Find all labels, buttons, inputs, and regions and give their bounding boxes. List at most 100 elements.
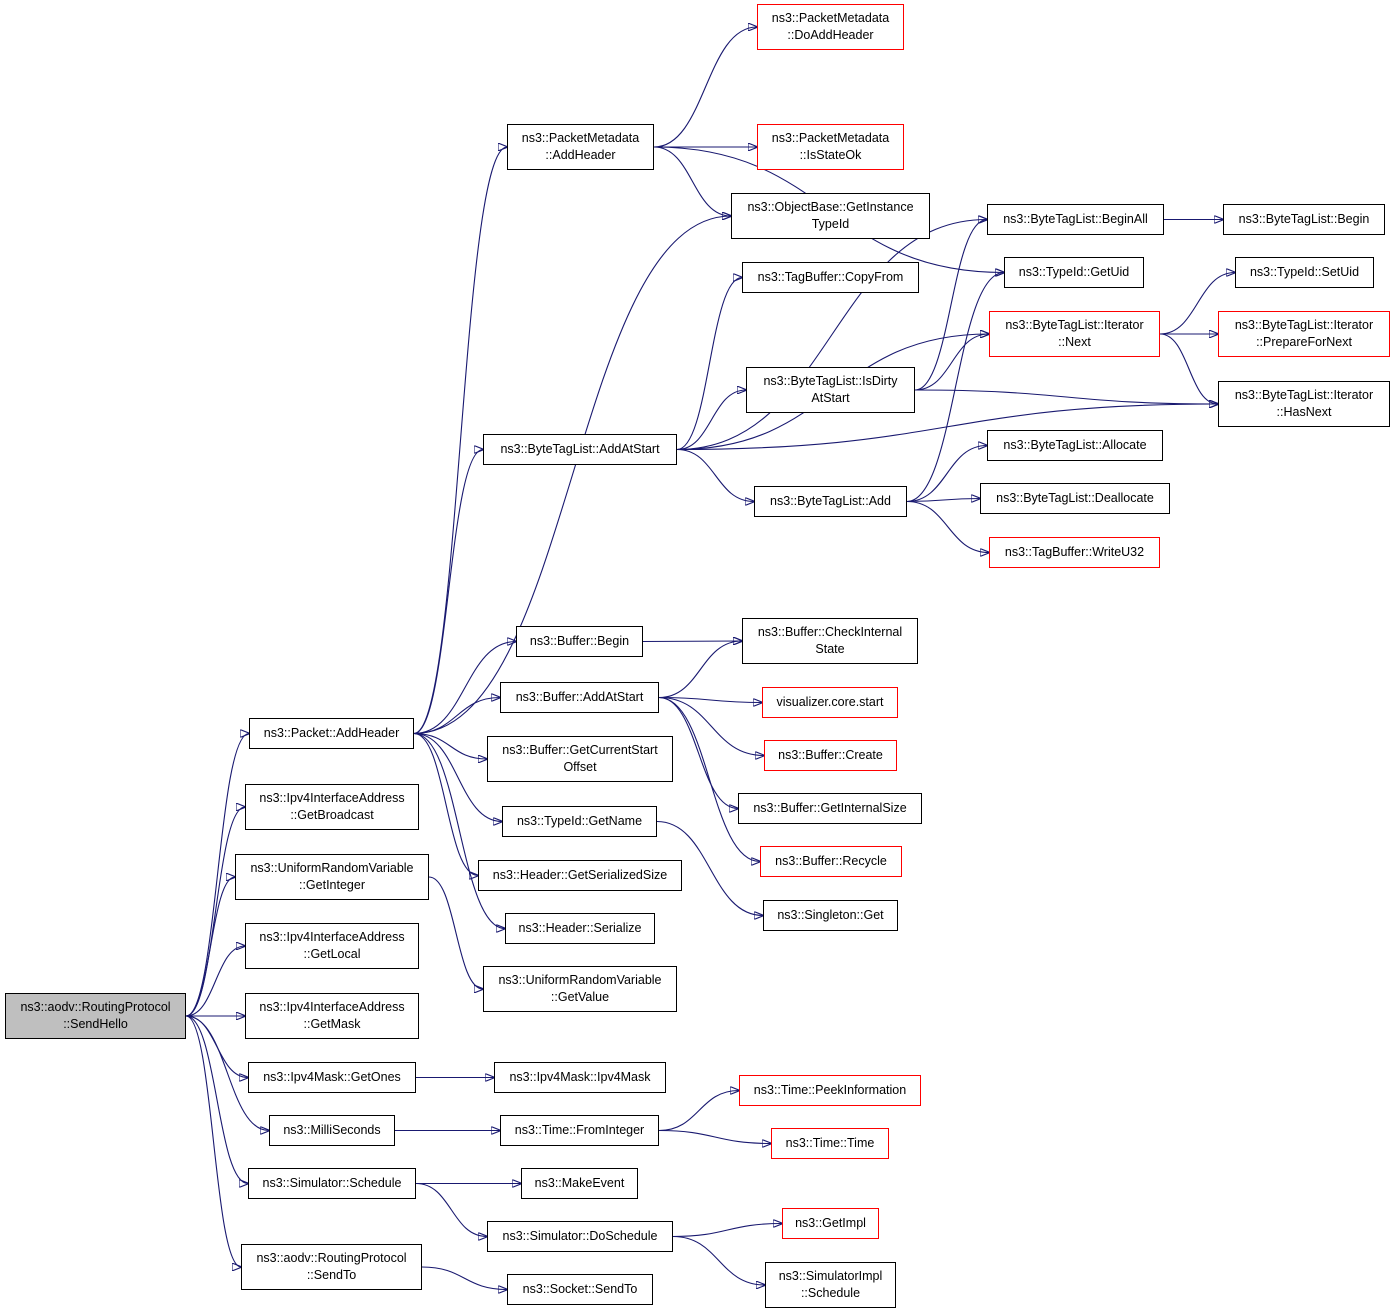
node-btli_hasnext[interactable]: ns3::ByteTagList::Iterator ::HasNext <box>1218 381 1390 427</box>
node-btli_preparefornext[interactable]: ns3::ByteTagList::Iterator ::PrepareForN… <box>1218 311 1390 357</box>
node-viz_start[interactable]: visualizer.core.start <box>762 687 898 718</box>
node-tagbuffer_copyfrom-line1: ns3::TagBuffer::CopyFrom <box>757 270 904 284</box>
node-btl_deallocate[interactable]: ns3::ByteTagList::Deallocate <box>980 483 1170 514</box>
node-buf_begin[interactable]: ns3::Buffer::Begin <box>516 626 643 657</box>
node-buf_getinternalsize[interactable]: ns3::Buffer::GetInternalSize <box>738 793 922 824</box>
node-rp_sendto[interactable]: ns3::aodv::RoutingProtocol ::SendTo <box>241 1244 422 1290</box>
edge-btl_add-to-tagbuffer_writeu32 <box>906 500 989 553</box>
node-typeid_getuid-line1: ns3::TypeId::GetUid <box>1018 265 1130 279</box>
node-rp_sendto-line1: ns3::aodv::RoutingProtocol <box>256 1251 407 1265</box>
edge-pkt_addheader-to-pm_addheader <box>413 147 507 735</box>
node-milliseconds[interactable]: ns3::MilliSeconds <box>269 1115 395 1146</box>
node-typeid_setuid-line1: ns3::TypeId::SetUid <box>1249 265 1360 279</box>
edge-btli_next-to-btli_hasnext <box>1159 333 1218 404</box>
node-time_frominteger[interactable]: ns3::Time::FromInteger <box>500 1115 659 1146</box>
node-typeid_getname-line1: ns3::TypeId::GetName <box>516 814 643 828</box>
edge-buf_addatstart-to-buf_getinternalsize <box>658 696 738 809</box>
edge-sim_doschedule-to-getimpl <box>672 1224 782 1238</box>
node-btl_allocate-line1: ns3::ByteTagList::Allocate <box>1003 438 1147 452</box>
node-ipv4mask_ipv4mask[interactable]: ns3::Ipv4Mask::Ipv4Mask <box>494 1062 666 1093</box>
node-time_time-line1: ns3::Time::Time <box>785 1136 875 1150</box>
edge-pkt_addheader-to-objbase_getinstancetypeid <box>413 216 731 735</box>
edge-pkt_addheader-to-buf_getcurrentstartoffset <box>413 732 487 760</box>
node-buf_create[interactable]: ns3::Buffer::Create <box>764 740 897 771</box>
node-urv_getvalue[interactable]: ns3::UniformRandomVariable ::GetValue <box>483 966 677 1012</box>
node-objbase_getinstancetypeid[interactable]: ns3::ObjectBase::GetInstance TypeId <box>731 193 930 239</box>
node-header_getserializedsize-line1: ns3::Header::GetSerializedSize <box>492 868 668 882</box>
node-time_frominteger-line1: ns3::Time::FromInteger <box>514 1123 645 1137</box>
node-urv_getvalue-line2: ::GetValue <box>550 990 610 1004</box>
node-ipv4mask_getones[interactable]: ns3::Ipv4Mask::GetOnes <box>248 1062 416 1093</box>
node-ipv4mask_ipv4mask-line1: ns3::Ipv4Mask::Ipv4Mask <box>509 1070 651 1084</box>
node-ipv4ia_getlocal-line1: ns3::Ipv4InterfaceAddress <box>259 930 405 944</box>
node-btl_addatstart[interactable]: ns3::ByteTagList::AddAtStart <box>483 434 677 465</box>
node-time_peekinformation[interactable]: ns3::Time::PeekInformation <box>739 1075 921 1106</box>
node-socket_sendto[interactable]: ns3::Socket::SendTo <box>507 1274 653 1305</box>
node-buf_getinternalsize-line1: ns3::Buffer::GetInternalSize <box>753 801 907 815</box>
node-header_getserializedsize[interactable]: ns3::Header::GetSerializedSize <box>478 860 682 891</box>
node-buf_getcurrentstartoffset[interactable]: ns3::Buffer::GetCurrentStart Offset <box>487 736 673 782</box>
node-ipv4ia_getlocal[interactable]: ns3::Ipv4InterfaceAddress ::GetLocal <box>245 923 419 969</box>
node-pm_doaddheader-line1: ns3::PacketMetadata <box>771 11 890 25</box>
node-btl_add[interactable]: ns3::ByteTagList::Add <box>754 486 907 517</box>
edge-rp_sendto-to-socket_sendto <box>421 1266 507 1290</box>
node-ipv4ia_getbroadcast[interactable]: ns3::Ipv4InterfaceAddress ::GetBroadcast <box>245 784 419 830</box>
edge-btl_add-to-typeid_getuid <box>906 273 1004 503</box>
node-ipv4ia_getlocal-line2: ::GetLocal <box>303 947 361 961</box>
node-buf_getcurrentstartoffset-line2: Offset <box>563 760 597 774</box>
node-urv_getinteger[interactable]: ns3::UniformRandomVariable ::GetInteger <box>235 854 429 900</box>
edge-btl_addatstart-to-tagbuffer_copyfrom <box>676 278 742 451</box>
node-typeid_setuid[interactable]: ns3::TypeId::SetUid <box>1235 257 1374 288</box>
node-pm_isstateok-line1: ns3::PacketMetadata <box>771 131 890 145</box>
node-buf_getcurrentstartoffset-line1: ns3::Buffer::GetCurrentStart <box>502 743 658 757</box>
node-sim_schedule[interactable]: ns3::Simulator::Schedule <box>248 1168 416 1199</box>
node-btli_next[interactable]: ns3::ByteTagList::Iterator ::Next <box>989 311 1160 357</box>
node-typeid_getuid[interactable]: ns3::TypeId::GetUid <box>1004 257 1144 288</box>
edge-btl_isdirtyatstart-to-btli_hasnext <box>914 389 1218 404</box>
node-pkt_addheader-line1: ns3::Packet::AddHeader <box>263 726 400 740</box>
node-pm_isstateok[interactable]: ns3::PacketMetadata ::IsStateOk <box>757 124 904 170</box>
edge-btli_next-to-typeid_setuid <box>1159 273 1235 335</box>
node-getimpl[interactable]: ns3::GetImpl <box>782 1208 879 1239</box>
node-btl_begin[interactable]: ns3::ByteTagList::Begin <box>1223 204 1385 235</box>
node-btl_beginall[interactable]: ns3::ByteTagList::BeginAll <box>987 204 1164 235</box>
node-rp_sendto-line2: ::SendTo <box>306 1268 357 1282</box>
node-makeevent[interactable]: ns3::MakeEvent <box>521 1168 638 1199</box>
node-btl_beginall-line1: ns3::ByteTagList::BeginAll <box>1003 212 1148 226</box>
node-sendhello[interactable]: ns3::aodv::RoutingProtocol ::SendHello <box>5 993 186 1039</box>
edge-buf_addatstart-to-buf_create <box>658 696 764 756</box>
node-sim_doschedule[interactable]: ns3::Simulator::DoSchedule <box>487 1221 673 1252</box>
node-pm_doaddheader[interactable]: ns3::PacketMetadata ::DoAddHeader <box>757 4 904 50</box>
node-pm_addheader[interactable]: ns3::PacketMetadata ::AddHeader <box>507 124 654 170</box>
node-ipv4mask_getones-line1: ns3::Ipv4Mask::GetOnes <box>263 1070 401 1084</box>
node-tagbuffer_writeu32[interactable]: ns3::TagBuffer::WriteU32 <box>989 537 1160 568</box>
edge-sendhello-to-sim_schedule <box>185 1015 248 1184</box>
edge-sendhello-to-ipv4ia_getlocal <box>185 946 245 1017</box>
node-time_time[interactable]: ns3::Time::Time <box>771 1128 889 1159</box>
node-singleton_get-line1: ns3::Singleton::Get <box>777 908 884 922</box>
node-buf_checkinternalstate-line2: State <box>815 642 845 656</box>
node-buf_checkinternalstate[interactable]: ns3::Buffer::CheckInternal State <box>742 618 918 664</box>
node-btl_allocate[interactable]: ns3::ByteTagList::Allocate <box>987 430 1163 461</box>
edge-pkt_addheader-to-header_serialize <box>413 732 505 929</box>
node-tagbuffer_copyfrom[interactable]: ns3::TagBuffer::CopyFrom <box>742 262 919 293</box>
node-ipv4ia_getmask[interactable]: ns3::Ipv4InterfaceAddress ::GetMask <box>245 993 419 1039</box>
node-sim_doschedule-line1: ns3::Simulator::DoSchedule <box>502 1229 658 1243</box>
node-pkt_addheader[interactable]: ns3::Packet::AddHeader <box>249 718 414 749</box>
node-ipv4ia_getmask-line2: ::GetMask <box>303 1017 361 1031</box>
node-header_serialize[interactable]: ns3::Header::Serialize <box>505 913 655 944</box>
edge-sendhello-to-milliseconds <box>185 1015 269 1131</box>
node-objbase_getinstancetypeid-line1: ns3::ObjectBase::GetInstance <box>747 200 914 214</box>
node-buf_addatstart[interactable]: ns3::Buffer::AddAtStart <box>500 682 659 713</box>
node-buf_begin-line1: ns3::Buffer::Begin <box>529 634 630 648</box>
edge-buf_addatstart-to-buf_recycle <box>658 696 760 862</box>
node-buf_recycle[interactable]: ns3::Buffer::Recycle <box>760 846 902 877</box>
node-sim_schedule-line1: ns3::Simulator::Schedule <box>262 1176 402 1190</box>
edge-pm_addheader-to-pm_doaddheader <box>653 27 757 148</box>
node-singleton_get[interactable]: ns3::Singleton::Get <box>763 900 898 931</box>
node-btli_next-line2: ::Next <box>1058 335 1091 349</box>
node-buf_create-line1: ns3::Buffer::Create <box>778 748 883 762</box>
node-simimpl_schedule[interactable]: ns3::SimulatorImpl ::Schedule <box>765 1262 896 1308</box>
node-typeid_getname[interactable]: ns3::TypeId::GetName <box>502 806 657 837</box>
node-btl_isdirtyatstart[interactable]: ns3::ByteTagList::IsDirty AtStart <box>746 367 915 413</box>
